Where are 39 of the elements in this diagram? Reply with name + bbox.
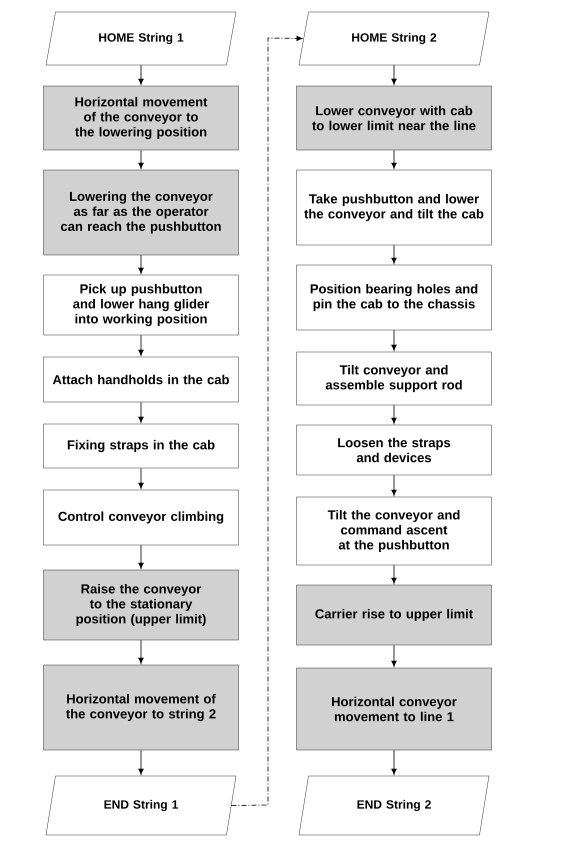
arrow (391, 474, 397, 496)
process-box: Lowering the conveyor as far as the operator can reach the pushbutton (43, 170, 239, 256)
arrow (391, 564, 397, 584)
process-box: Tilt conveyor and assemble support rod (296, 352, 492, 406)
process-box: Loosen the straps and devices (296, 424, 492, 476)
arrow (138, 150, 144, 169)
process-box: Lower conveyor with cab to lower limit near the line (296, 86, 492, 150)
arrow (138, 64, 144, 85)
arrow (231, 36, 302, 806)
arrow (391, 64, 397, 85)
process-box: Position bearing holes and pin the cab to the chassis (296, 264, 492, 330)
input-output-parallelogram: END String 1 (46, 776, 236, 836)
process-box: Tilt the conveyor and command ascent at the pushbutton (296, 496, 492, 566)
arrow (138, 750, 144, 775)
arrow (138, 402, 144, 423)
arrow (391, 150, 397, 169)
process-box: Horizontal conveyor movement to line 1 (296, 668, 492, 750)
process-box: Carrier rise to upper limit (296, 584, 492, 646)
arrow (138, 544, 144, 569)
arrow (391, 330, 397, 351)
process-box: Raise the conveyor to the stationary position (upper limit) (43, 570, 239, 640)
process-box: Attach handholds in the cab (43, 356, 239, 402)
process-box: Take pushbutton and lower the conveyor and tilt the cab (296, 170, 492, 246)
arrow (391, 644, 397, 667)
input-output-parallelogram: HOME String 2 (298, 12, 490, 66)
process-box: Control conveyor climbing (43, 490, 239, 546)
arrow (391, 750, 397, 775)
arrow (391, 244, 397, 264)
process-box: Fixing straps in the cab (43, 424, 239, 468)
input-output-parallelogram: END String 2 (298, 776, 490, 836)
process-box: Pick up pushbutton and lower hang glider into working position (43, 274, 239, 336)
arrow (138, 254, 144, 274)
input-output-parallelogram: HOME String 1 (46, 12, 236, 66)
process-box: Horizontal movement of the conveyor to string 2 (43, 664, 239, 750)
arrow (391, 404, 397, 424)
process-box: Horizontal movement of the conveyor to the lowering position (43, 86, 239, 150)
arrow (138, 468, 144, 489)
arrow (138, 334, 144, 356)
arrow (138, 640, 144, 664)
